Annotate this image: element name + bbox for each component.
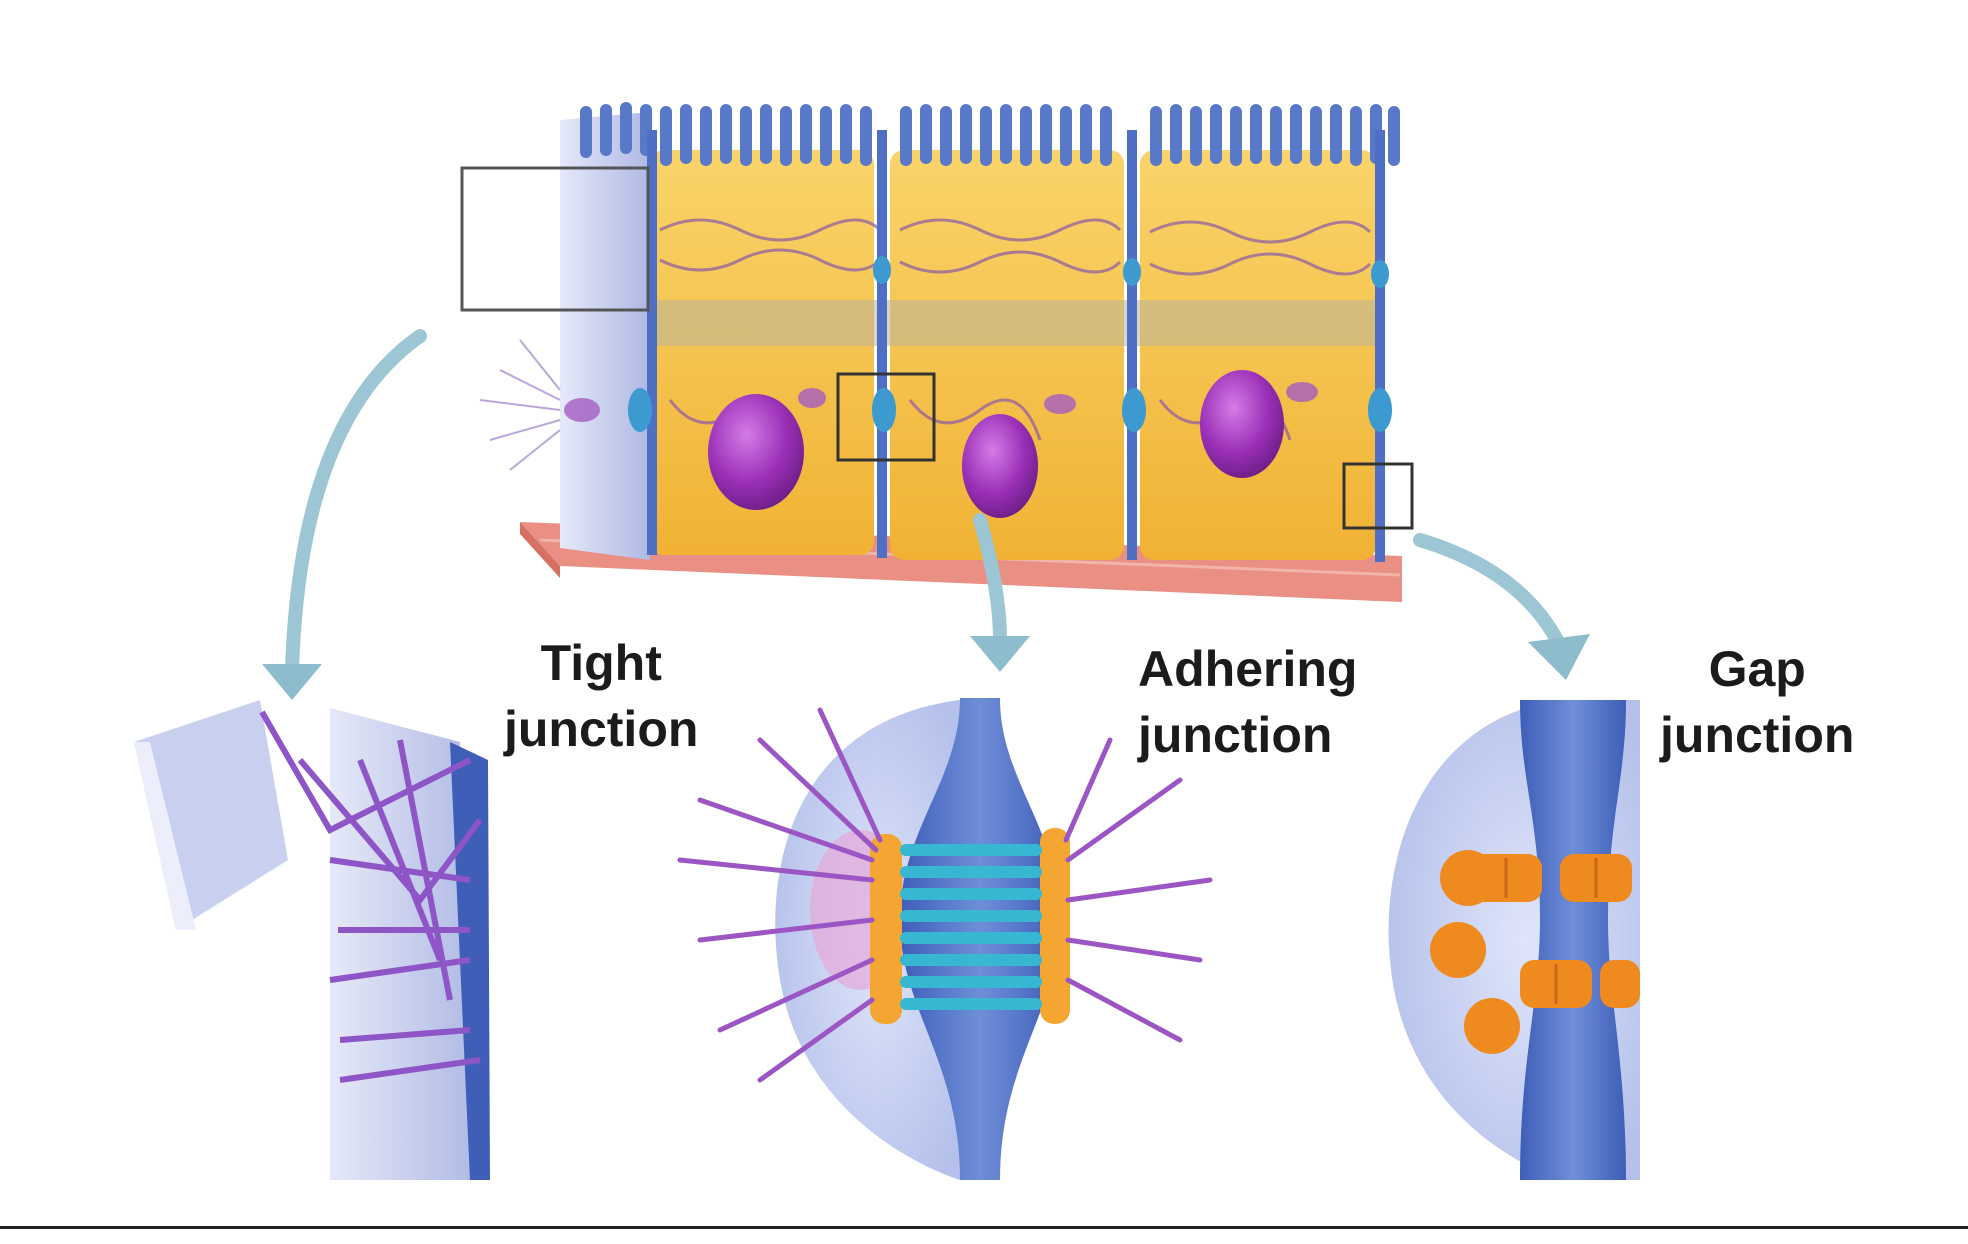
adhering-junction-label-line1: Adhering <box>1138 636 1357 702</box>
gap-junction-label-line2: junction <box>1660 702 1854 768</box>
gap-junction-label: Gap junction <box>1660 636 1854 768</box>
arrow-to-tight <box>292 336 420 670</box>
tight-junction-illustration <box>134 700 490 1180</box>
adhering-junction-label: Adhering junction <box>1138 636 1357 768</box>
gap-junction-illustration <box>1389 700 1640 1180</box>
cytoplasmic-plaque <box>870 834 902 1024</box>
nucleus <box>1200 370 1284 478</box>
microvilli <box>580 102 1400 166</box>
nucleus <box>708 394 804 510</box>
bottom-divider <box>0 1226 1968 1229</box>
gap-junction-label-line1: Gap <box>1660 636 1854 702</box>
adhering-junction-illustration <box>680 698 1210 1180</box>
tight-junction-label-line2: junction <box>504 696 698 762</box>
epithelium-illustration <box>462 102 1412 602</box>
adhering-junction-label-line2: junction <box>1138 702 1357 768</box>
nucleus <box>962 414 1038 518</box>
arrow-to-gap <box>1420 540 1558 642</box>
tight-junction-label: Tight junction <box>504 630 698 762</box>
epithelial-cell-3 <box>1140 150 1376 560</box>
cutaway-cell <box>560 112 650 560</box>
cytoplasmic-plaque <box>1040 828 1070 1024</box>
tight-junction-label-line1: Tight <box>504 630 698 696</box>
